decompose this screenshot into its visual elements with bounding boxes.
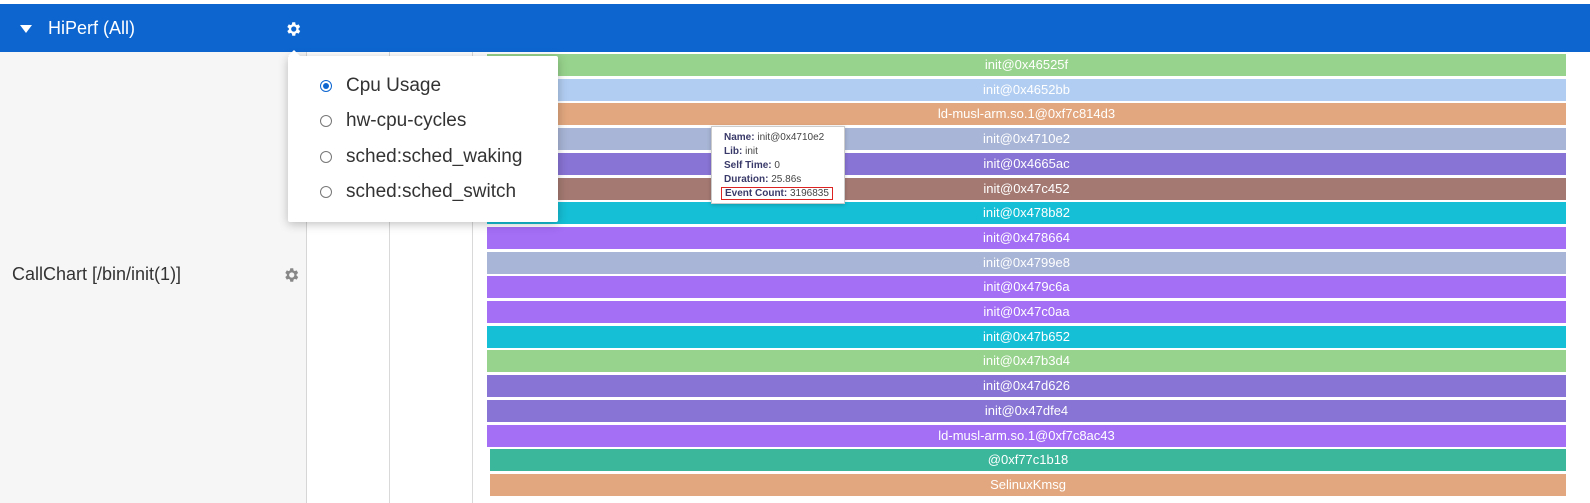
stack-frame[interactable]: init@0x47dfe4 [487,399,1566,422]
callchart-label: CallChart [/bin/init(1)] [12,264,182,284]
stack-frame[interactable]: init@0x478664 [487,226,1566,249]
stack-frame[interactable]: init@0x47b3d4 [487,350,1566,373]
stack-frame[interactable]: init@0x47b652 [487,325,1566,348]
gear-icon[interactable] [284,20,302,38]
option-label: sched:sched_waking [346,146,523,167]
track-header[interactable]: HiPerf (All) [0,4,1590,52]
radio-icon[interactable] [320,115,332,127]
stack-frame[interactable]: ld-musl-arm.so.1@0xf7c814d3 [487,103,1566,126]
stack-frame[interactable]: init@0x47c0aa [487,301,1566,323]
stack-frame[interactable]: SelinuxKmsg [490,473,1566,496]
option-sched-waking[interactable]: sched:sched_waking [320,145,522,169]
time-ruler [0,0,1590,4]
option-label: hw-cpu-cycles [346,110,467,131]
time-grid-line [389,52,390,503]
stack-frame[interactable]: init@0x478b82 [487,202,1566,225]
stack-frame[interactable]: ld-musl-arm.so.1@0xf7c8ac43 [487,424,1566,447]
gear-icon[interactable] [282,266,300,284]
stack-frame[interactable]: init@0x47c452 [487,177,1566,200]
stack-frame[interactable]: init@0x47d626 [487,375,1566,398]
option-label: sched:sched_switch [346,181,517,202]
tooltip-self-time: Self Time: 0 [724,160,780,171]
stack-frame[interactable]: init@0x479c6a [487,276,1566,299]
stack-frame[interactable]: init@0x4652bb [487,78,1566,101]
option-sched-switch[interactable]: sched:sched_switch [320,180,516,204]
radio-icon[interactable] [320,186,332,198]
option-cpu-usage[interactable]: Cpu Usage [320,74,441,98]
frame-tooltip: Name: init@0x4710e2 Lib: init Self Time:… [711,126,845,204]
tooltip-lib: Lib: init [724,146,758,157]
radio-icon[interactable] [320,151,332,163]
dropdown-caret [288,50,300,56]
stack-frame[interactable]: init@0x46525f [487,54,1566,76]
stack-frame[interactable]: init@0x4710e2 [487,128,1566,151]
event-type-dropdown: Cpu Usage hw-cpu-cycles sched:sched_waki… [288,50,558,222]
stack-frame[interactable]: init@0x4799e8 [487,251,1566,274]
tooltip-name: Name: init@0x4710e2 [724,132,825,143]
tooltip-event-count: Event Count: 3196835 [721,187,833,200]
time-grid-line [472,52,473,503]
track-label-panel: CallChart [/bin/init(1)] [0,52,307,503]
option-hw-cpu-cycles[interactable]: hw-cpu-cycles [320,109,466,133]
stack-frame[interactable]: init@0x4665ac [487,152,1566,175]
radio-checked-icon[interactable] [320,80,332,92]
collapse-chevron-icon[interactable] [20,25,32,33]
track-title: HiPerf (All) [48,18,136,38]
stack-frame[interactable]: @0xf77c1b18 [490,449,1566,472]
option-label: Cpu Usage [346,75,442,96]
tooltip-duration: Duration: 25.86s [724,174,802,185]
